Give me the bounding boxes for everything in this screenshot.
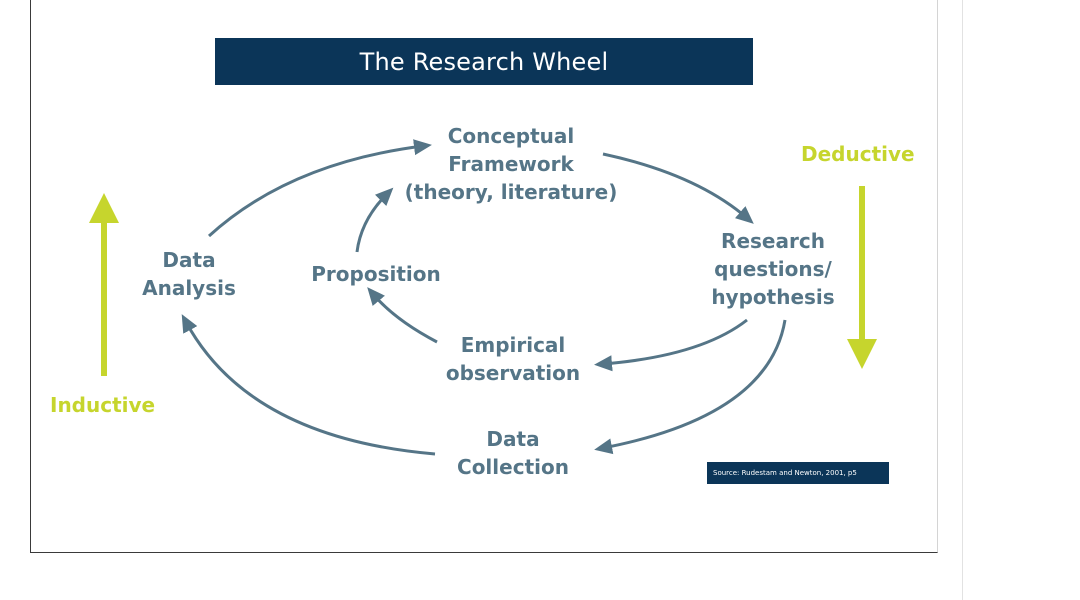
cycle-arrows [89,139,877,456]
slide-title: The Research Wheel [215,38,753,85]
arrow-analysis-to-framework [207,139,432,238]
node-proposition: Proposition [311,262,441,286]
arrow-observation-to-proposition [367,287,438,344]
node-data-collection: Data Collection [457,427,569,479]
page-divider [962,0,963,600]
label-deductive: Deductive [801,142,915,166]
arrow-questions-to-observation [594,318,748,372]
node-research-questions: Research questions/ hypothesis [711,229,835,309]
arrow-questions-to-collection [594,319,787,455]
node-data-analysis: Data Analysis [142,248,236,300]
node-conceptual-framework: Conceptual Framework (theory, literature… [404,124,618,204]
arrow-collection-to-analysis [181,314,436,456]
node-empirical-observation: Empirical observation [445,333,581,385]
arrow-proposition-to-framework [355,187,394,253]
arrow-framework-to-questions [602,152,754,224]
source-caption: Source: Rudestam and Newton, 2001, p5 [707,462,889,484]
slide: The Research Wheel Conceptual Framework … [30,0,938,553]
label-inductive: Inductive [50,393,156,417]
